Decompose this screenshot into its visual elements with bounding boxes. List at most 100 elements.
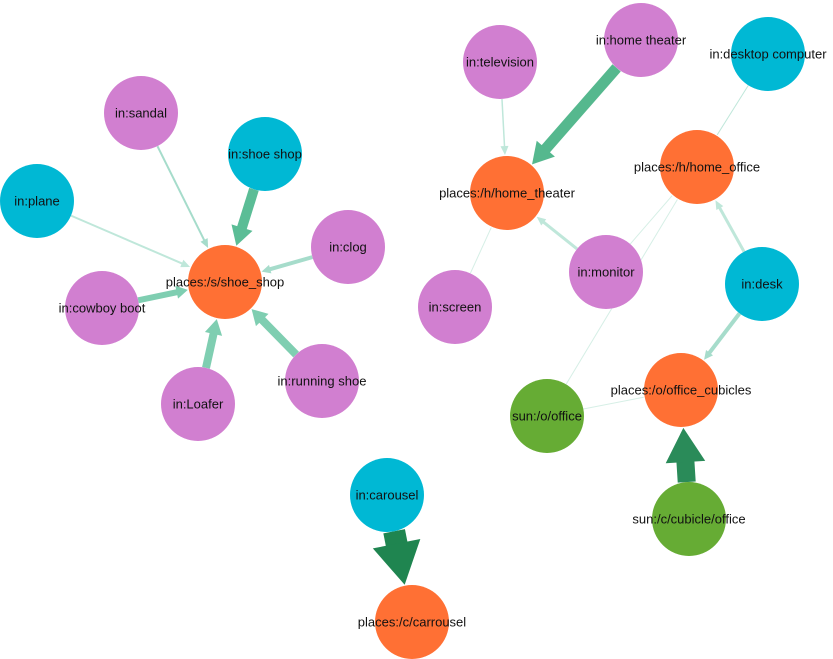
node-in-television[interactable]: in:television bbox=[463, 25, 537, 99]
node-label: in:television bbox=[466, 55, 534, 70]
edge-in_sandal-to-places_shoe_shop bbox=[156, 145, 209, 248]
node-label: in:shoe shop bbox=[228, 147, 302, 162]
node-circle[interactable] bbox=[652, 482, 726, 556]
node-label: in:sandal bbox=[115, 106, 167, 121]
node-circle[interactable] bbox=[644, 353, 718, 427]
edge-arrowhead bbox=[251, 309, 269, 327]
node-label: sun:/c/cubicle/office bbox=[632, 512, 745, 527]
node-sun-cubicle-office[interactable]: sun:/c/cubicle/office bbox=[632, 482, 746, 556]
node-in-plane[interactable]: in:plane bbox=[0, 164, 74, 238]
node-circle[interactable] bbox=[65, 271, 139, 345]
edge-in_monitor-to-places_home_theater bbox=[536, 216, 579, 251]
node-circle[interactable] bbox=[569, 235, 643, 309]
node-circle[interactable] bbox=[104, 76, 178, 150]
edge-layer bbox=[70, 64, 749, 585]
node-circle[interactable] bbox=[0, 164, 74, 238]
node-label: places:/c/carrousel bbox=[358, 615, 466, 630]
node-in-clog[interactable]: in:clog bbox=[311, 210, 385, 284]
edge-line bbox=[501, 98, 506, 148]
edge-in_plane-to-places_shoe_shop bbox=[70, 214, 191, 268]
node-in-desktop-computer[interactable]: in:desktop computer bbox=[709, 17, 827, 91]
edge-line bbox=[676, 460, 696, 483]
node-label: in:home theater bbox=[596, 33, 687, 48]
node-label: in:screen bbox=[429, 300, 482, 315]
edge-in_screen-to-places_home_theater bbox=[469, 227, 492, 274]
edge-arrowhead bbox=[204, 319, 223, 336]
node-label: places:/h/home_theater bbox=[439, 186, 576, 201]
edge-line bbox=[156, 145, 206, 242]
edge-sun_cubicle_office-to-places_office_cubicles bbox=[665, 427, 706, 483]
node-circle[interactable] bbox=[604, 3, 678, 77]
node-circle[interactable] bbox=[731, 17, 805, 91]
edge-arrowhead bbox=[261, 264, 272, 274]
edge-arrowhead bbox=[532, 140, 555, 165]
node-label: places:/h/home_office bbox=[634, 160, 760, 175]
node-circle[interactable] bbox=[463, 25, 537, 99]
node-label: places:/s/shoe_shop bbox=[166, 275, 285, 290]
edge-in_running_shoe-to-places_shoe_shop bbox=[251, 309, 299, 358]
edge-line bbox=[707, 312, 742, 355]
node-in-screen[interactable]: in:screen bbox=[418, 270, 492, 344]
edge-line bbox=[137, 289, 179, 304]
edge-arrowhead bbox=[175, 285, 188, 299]
node-in-loafer[interactable]: in:Loafer bbox=[161, 367, 235, 441]
node-places-home-theater[interactable]: places:/h/home_theater bbox=[439, 156, 576, 230]
node-circle[interactable] bbox=[418, 270, 492, 344]
node-in-sandal[interactable]: in:sandal bbox=[104, 76, 178, 150]
edge-line bbox=[718, 206, 746, 253]
edge-line bbox=[583, 396, 644, 410]
edge-arrowhead bbox=[180, 259, 191, 268]
edge-line bbox=[469, 227, 492, 274]
node-places-office-cubicles[interactable]: places:/o/office_cubicles bbox=[611, 353, 752, 427]
node-places-carrousel[interactable]: places:/c/carrousel bbox=[358, 585, 466, 659]
node-in-monitor[interactable]: in:monitor bbox=[569, 235, 643, 309]
node-in-home-theater[interactable]: in:home theater bbox=[596, 3, 687, 77]
edge-arrowhead bbox=[231, 224, 253, 246]
edge-in_cowboy_boot-to-places_shoe_shop bbox=[137, 285, 188, 304]
node-sun-office[interactable]: sun:/o/office bbox=[510, 379, 584, 453]
node-circle[interactable] bbox=[510, 379, 584, 453]
node-in-shoe-shop[interactable]: in:shoe shop bbox=[228, 117, 302, 191]
node-label: sun:/o/office bbox=[512, 409, 582, 424]
edge-in_clog-to-places_shoe_shop bbox=[261, 255, 313, 274]
edge-line bbox=[629, 195, 673, 245]
node-circle[interactable] bbox=[228, 117, 302, 191]
node-places-home-office[interactable]: places:/h/home_office bbox=[634, 130, 760, 204]
edge-line bbox=[383, 529, 408, 547]
edge-arrowhead bbox=[704, 349, 714, 360]
node-label: in:monitor bbox=[577, 265, 635, 280]
edge-arrowhead bbox=[372, 539, 421, 585]
node-circle[interactable] bbox=[188, 245, 262, 319]
node-in-desk[interactable]: in:desk bbox=[725, 247, 799, 321]
node-circle[interactable] bbox=[375, 585, 449, 659]
edge-in_desk-to-places_office_cubicles bbox=[704, 312, 742, 360]
edge-in_television-to-places_home_theater bbox=[500, 98, 509, 156]
node-in-cowboy-boot[interactable]: in:cowboy boot bbox=[59, 271, 146, 345]
node-circle[interactable] bbox=[311, 210, 385, 284]
node-in-carousel[interactable]: in:carousel bbox=[350, 458, 424, 532]
node-label: in:desktop computer bbox=[709, 47, 827, 62]
node-places-shoe-shop[interactable]: places:/s/shoe_shop bbox=[166, 245, 285, 319]
node-label: in:cowboy boot bbox=[59, 301, 146, 316]
edge-line bbox=[716, 85, 749, 136]
node-label: in:desk bbox=[741, 277, 783, 292]
edge-line bbox=[541, 64, 621, 154]
edge-line bbox=[236, 187, 259, 231]
edge-arrowhead bbox=[200, 238, 209, 248]
node-circle[interactable] bbox=[161, 367, 235, 441]
node-circle[interactable] bbox=[725, 247, 799, 321]
edge-in_loafer-to-places_shoe_shop bbox=[202, 319, 223, 369]
edge-arrowhead bbox=[536, 216, 547, 226]
node-circle[interactable] bbox=[660, 130, 734, 204]
edge-in_desk-to-places_home_office bbox=[715, 200, 746, 253]
node-circle[interactable] bbox=[285, 344, 359, 418]
node-label: places:/o/office_cubicles bbox=[611, 383, 752, 398]
node-label: in:clog bbox=[329, 240, 367, 255]
node-in-running-shoe[interactable]: in:running shoe bbox=[278, 344, 367, 418]
edge-line bbox=[258, 316, 299, 358]
edge-sun_office-to-places_office_cubicles bbox=[583, 396, 644, 410]
edge-arrowhead bbox=[715, 200, 724, 211]
node-circle[interactable] bbox=[470, 156, 544, 230]
node-circle[interactable] bbox=[350, 458, 424, 532]
